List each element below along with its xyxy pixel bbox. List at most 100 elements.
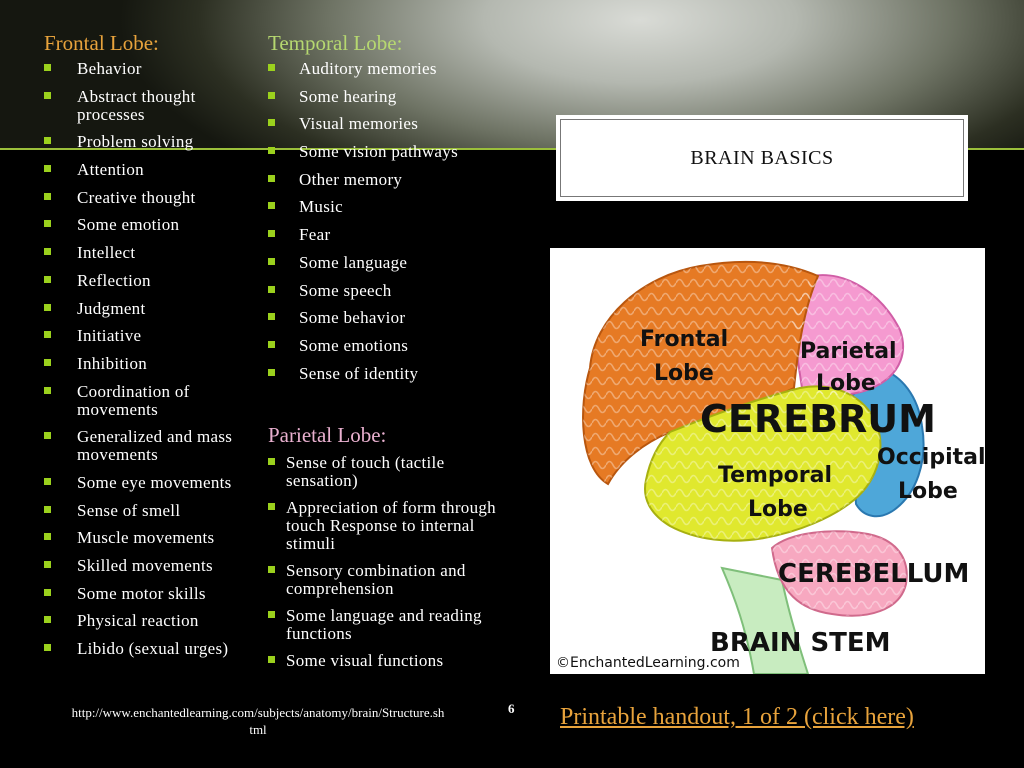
list-item: Music	[268, 198, 508, 216]
list-item: Some eye movements	[44, 473, 264, 492]
square-bullet-icon	[268, 458, 275, 465]
square-bullet-icon	[44, 137, 51, 145]
square-bullet-icon	[268, 611, 275, 618]
square-bullet-icon	[44, 331, 51, 339]
list-item-text: Sense of identity	[299, 363, 419, 383]
square-bullet-icon	[44, 477, 51, 485]
square-bullet-icon	[44, 192, 51, 200]
square-bullet-icon	[268, 174, 275, 182]
label-frontal-2: Lobe	[654, 361, 714, 386]
square-bullet-icon	[44, 64, 51, 71]
list-item: Reflection	[44, 270, 264, 290]
list-item: Auditory memories	[268, 60, 508, 78]
square-bullet-icon	[268, 64, 275, 71]
square-bullet-icon	[268, 368, 275, 376]
label-frontal-1: Frontal	[640, 327, 728, 352]
label-cerebrum: CEREBRUM	[700, 397, 936, 441]
list-item: Attention	[44, 161, 264, 179]
list-item-text: Appreciation of form through touch Respo…	[286, 498, 496, 553]
list-item-text: Some behavior	[299, 308, 406, 328]
list-item-text: Intellect	[77, 243, 136, 263]
list-item: Sense of smell	[44, 500, 264, 520]
list-item-text: Reflection	[77, 270, 151, 290]
list-item: Some visual functions	[268, 652, 508, 670]
header-divider	[0, 148, 1024, 150]
frontal-texture	[583, 261, 818, 484]
source-url: http://www.enchantedlearning.com/subject…	[28, 704, 488, 738]
list-item: Coordination of movements	[44, 382, 264, 419]
list-item-text: Sense of touch (tactile sensation)	[286, 453, 445, 490]
list-item: Creative thought	[44, 188, 264, 207]
square-bullet-icon	[268, 91, 275, 99]
list-item: Skilled movements	[44, 557, 264, 575]
list-item: Libido (sexual urges)	[44, 640, 264, 658]
label-brain-stem: BRAIN STEM	[710, 628, 891, 658]
square-bullet-icon	[268, 340, 275, 348]
list-item-text: Auditory memories	[299, 59, 437, 78]
list-item: Some language	[268, 252, 508, 272]
square-bullet-icon	[44, 91, 51, 99]
brain-diagram: Frontal Lobe Parietal Lobe CEREBRUM Occi…	[550, 248, 985, 674]
square-bullet-icon	[268, 656, 275, 663]
square-bullet-icon	[44, 616, 51, 624]
slide-title-box: BRAIN BASICS	[556, 115, 968, 201]
list-item-text: Attention	[77, 160, 144, 180]
label-occipital-2: Lobe	[898, 479, 958, 504]
list-item: Some motor skills	[44, 583, 264, 603]
square-bullet-icon	[44, 386, 51, 394]
list-item: Behavior	[44, 60, 264, 78]
list-item: Some emotions	[268, 336, 508, 355]
list-item: Some speech	[268, 280, 508, 300]
list-item-text: Physical reaction	[77, 611, 199, 631]
list-item-text: Inhibition	[77, 353, 148, 373]
label-temporal-1: Temporal	[718, 463, 832, 488]
parietal-texture	[790, 275, 904, 396]
list-item-text: Muscle movements	[77, 528, 215, 548]
list-item: Inhibition	[44, 353, 264, 373]
square-bullet-icon	[44, 303, 51, 311]
list-item: Appreciation of form through touch Respo…	[268, 499, 508, 553]
list-item: Sense of touch (tactile sensation)	[268, 454, 508, 490]
list-item-text: Sensory combination and comprehension	[286, 561, 466, 598]
square-bullet-icon	[268, 230, 275, 238]
list-item-text: Fear	[299, 225, 331, 245]
list-item-text: Some hearing	[299, 86, 397, 106]
label-temporal-2: Lobe	[748, 497, 808, 522]
square-bullet-icon	[44, 561, 51, 568]
square-bullet-icon	[268, 503, 275, 510]
square-bullet-icon	[44, 505, 51, 513]
list-item-text: Initiative	[77, 326, 142, 346]
list-item-text: Some language	[299, 252, 408, 272]
label-parietal-2: Lobe	[816, 371, 876, 396]
list-item: Fear	[268, 226, 508, 244]
list-item-text: Generalized and mass movements	[77, 427, 233, 465]
list-item-text: Some motor skills	[77, 583, 206, 603]
list-item: Other memory	[268, 169, 508, 189]
square-bullet-icon	[268, 313, 275, 321]
page-number: 6	[508, 701, 515, 716]
list-item-text: Some speech	[299, 280, 392, 300]
square-bullet-icon	[44, 220, 51, 228]
cerebellum-texture	[772, 531, 907, 616]
list-item: Generalized and mass movements	[44, 428, 264, 464]
list-item: Intellect	[44, 244, 264, 262]
list-item-text: Music	[299, 197, 343, 217]
list-item: Sensory combination and comprehension	[268, 562, 508, 598]
list-item: Some emotion	[44, 216, 264, 234]
list-item: Some hearing	[268, 86, 508, 106]
printable-handout-link[interactable]: Printable handout, 1 of 2 (click here)	[560, 704, 914, 730]
square-bullet-icon	[268, 119, 275, 127]
label-occipital-1: Occipital	[877, 445, 985, 470]
brain-stem-shape	[720, 566, 810, 674]
list-item-text: Some emotion	[77, 215, 180, 235]
frontal-lobe-heading: Frontal Lobe:	[44, 31, 159, 55]
list-item-text: Libido (sexual urges)	[77, 639, 229, 659]
brain-diagram-svg: Frontal Lobe Parietal Lobe CEREBRUM Occi…	[556, 260, 985, 674]
temporal-texture	[645, 386, 881, 541]
list-item-text: Other memory	[299, 169, 403, 189]
list-item: Judgment	[44, 299, 264, 318]
list-item-text: Sense of smell	[77, 500, 181, 520]
square-bullet-icon	[268, 257, 275, 265]
